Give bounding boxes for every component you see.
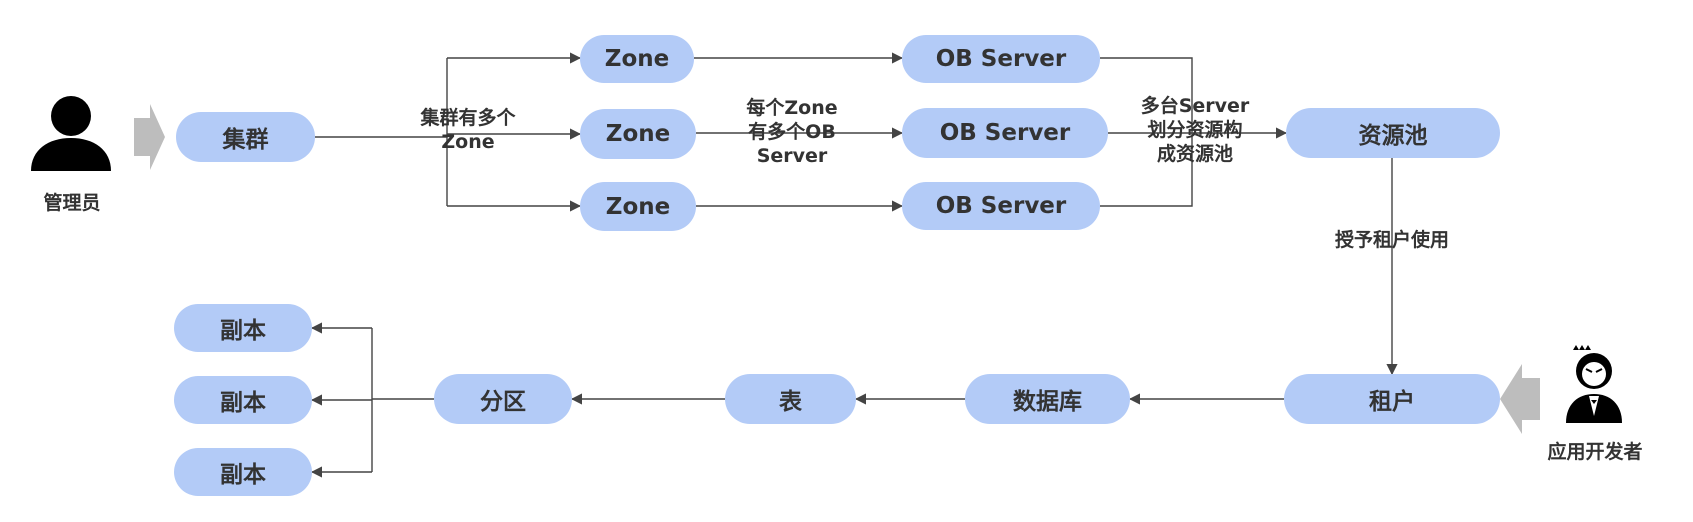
ob-server-node-2: OB Server bbox=[902, 108, 1108, 158]
person-icon bbox=[31, 96, 111, 171]
cluster-node: 集群 bbox=[176, 112, 315, 162]
developer-person-icon bbox=[1566, 345, 1622, 423]
replica-node-3: 副本 bbox=[174, 448, 312, 496]
replica-node-1: 副本 bbox=[174, 304, 312, 352]
label-servers-form-pool: 多台Server 划分资源构 成资源池 bbox=[1140, 95, 1250, 165]
admin-entry-arrow bbox=[134, 104, 165, 170]
table-node: 表 bbox=[725, 374, 856, 424]
admin-label: 管理员 bbox=[43, 192, 101, 214]
label-cluster-has-zones: 集群有多个 Zone bbox=[420, 107, 516, 153]
zone-node-2: Zone bbox=[580, 109, 696, 159]
zone-node-1: Zone bbox=[580, 35, 694, 83]
label-grant-to-tenant: 授予租户使用 bbox=[1334, 229, 1449, 251]
edge-server-1-bracket bbox=[1100, 57, 1193, 207]
database-node: 数据库 bbox=[965, 374, 1130, 424]
ob-server-node-3: OB Server bbox=[902, 182, 1100, 230]
ob-server-node-1: OB Server bbox=[902, 35, 1100, 83]
replica-node-2: 副本 bbox=[174, 376, 312, 424]
developer-entry-arrow bbox=[1500, 364, 1540, 434]
resource-pool-node: 资源池 bbox=[1286, 108, 1500, 158]
zone-node-3: Zone bbox=[580, 182, 696, 231]
label-zone-has-servers: 每个Zone 有多个OB Server bbox=[746, 97, 838, 167]
tenant-node: 租户 bbox=[1284, 374, 1500, 424]
developer-label: 应用开发者 bbox=[1547, 441, 1643, 463]
partition-node: 分区 bbox=[434, 374, 572, 424]
